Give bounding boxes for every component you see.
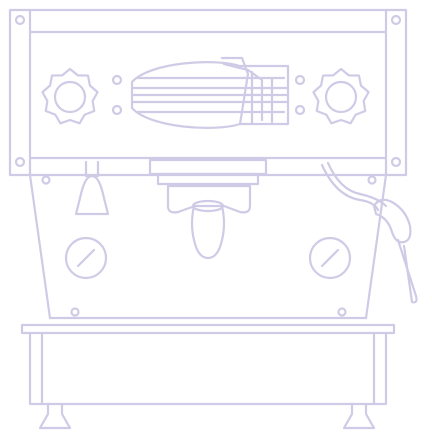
corner-screw bbox=[14, 14, 26, 26]
machine-body bbox=[28, 173, 388, 320]
group-head-top bbox=[148, 158, 268, 176]
top-panel-frame bbox=[8, 8, 408, 177]
left-gauge-needle bbox=[76, 248, 96, 268]
body-screw bbox=[41, 175, 51, 185]
steam-wand-tip bbox=[396, 238, 418, 304]
drip-tray-lip bbox=[20, 323, 396, 335]
left-gauge-dial bbox=[64, 236, 108, 280]
right-gauge-dial bbox=[308, 236, 352, 280]
body-outline bbox=[28, 173, 388, 320]
portafilter-basket bbox=[190, 204, 226, 260]
portafilter bbox=[166, 184, 252, 214]
left-knob bbox=[41, 67, 99, 125]
indicator-dot bbox=[111, 74, 123, 86]
left-knob-gear bbox=[41, 67, 99, 125]
corner-screw bbox=[14, 156, 26, 168]
indicator-dot bbox=[294, 74, 306, 86]
steam-wand bbox=[320, 161, 418, 304]
right-pressure-gauge bbox=[308, 236, 352, 280]
right-gauge-needle bbox=[320, 248, 340, 268]
group-head bbox=[148, 158, 268, 260]
indicator-dot bbox=[294, 104, 306, 116]
right-foot bbox=[342, 402, 376, 430]
body-screw bbox=[70, 307, 80, 317]
body-screw bbox=[337, 307, 347, 317]
indicator-dot bbox=[111, 104, 123, 116]
body-screw bbox=[367, 175, 377, 185]
steam-wand-grip bbox=[372, 198, 412, 244]
drip-tray-base bbox=[20, 323, 396, 406]
left-knob-center bbox=[53, 80, 87, 114]
corner-screw bbox=[390, 156, 402, 168]
steam-wand-pipe bbox=[326, 161, 388, 208]
drip-tray-box bbox=[28, 331, 388, 406]
right-knob-center bbox=[324, 80, 358, 114]
spout-body bbox=[74, 174, 110, 216]
right-knob bbox=[312, 67, 370, 125]
logo-wing bbox=[220, 56, 250, 126]
left-foot bbox=[38, 402, 72, 430]
left-pressure-gauge bbox=[64, 236, 108, 280]
logo-outline bbox=[130, 61, 290, 129]
logo-wing bbox=[222, 62, 264, 122]
portafilter-spout bbox=[191, 199, 225, 213]
hot-water-spout bbox=[74, 160, 110, 216]
top-panel bbox=[8, 8, 408, 177]
logo-emblem bbox=[130, 56, 290, 129]
group-head-collar bbox=[156, 172, 260, 186]
corner-screw bbox=[390, 14, 402, 26]
right-knob-gear bbox=[312, 67, 370, 125]
steam-wand-pipe bbox=[320, 163, 380, 212]
